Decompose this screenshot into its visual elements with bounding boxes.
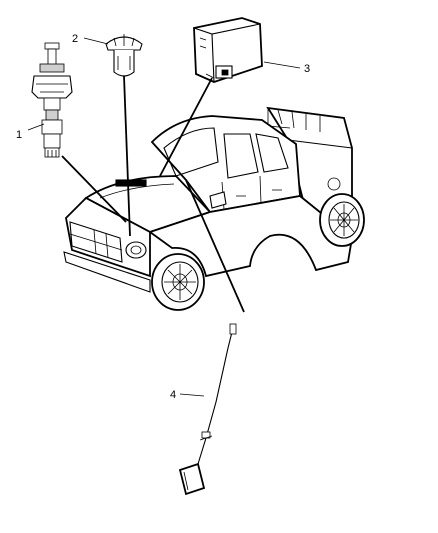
part-3-module [193, 17, 263, 83]
bumper [63, 251, 151, 293]
side-mirror [209, 191, 227, 209]
leader-lines [27, 37, 301, 397]
body-side [148, 195, 353, 278]
headlamp [125, 241, 147, 259]
callout-tick-2 [83, 37, 109, 45]
windshield [163, 127, 219, 177]
rear-door-window [255, 133, 289, 173]
part-4-receiver-box [178, 462, 206, 496]
front-wheel [151, 253, 205, 311]
leader-line-4 [185, 179, 245, 313]
leader-line-2 [123, 75, 131, 237]
leader-line-1 [61, 155, 127, 223]
part-2-clip [105, 34, 143, 77]
leader-line-3 [159, 77, 213, 177]
part-4-antenna-cable [178, 323, 237, 496]
pickup-truck [63, 106, 365, 311]
cowl-vent [115, 179, 147, 187]
callout-2: 2 [72, 33, 78, 45]
callout-3: 3 [304, 63, 310, 75]
part-1-sensor-assembly [31, 42, 73, 158]
rear-wheel [319, 193, 365, 247]
callout-4: 4 [170, 389, 176, 401]
callout-tick-1 [27, 123, 45, 131]
callout-1: 1 [16, 129, 22, 141]
callout-tick-3 [263, 61, 301, 69]
callout-tick-4 [179, 393, 205, 397]
front-door-window [223, 133, 259, 179]
